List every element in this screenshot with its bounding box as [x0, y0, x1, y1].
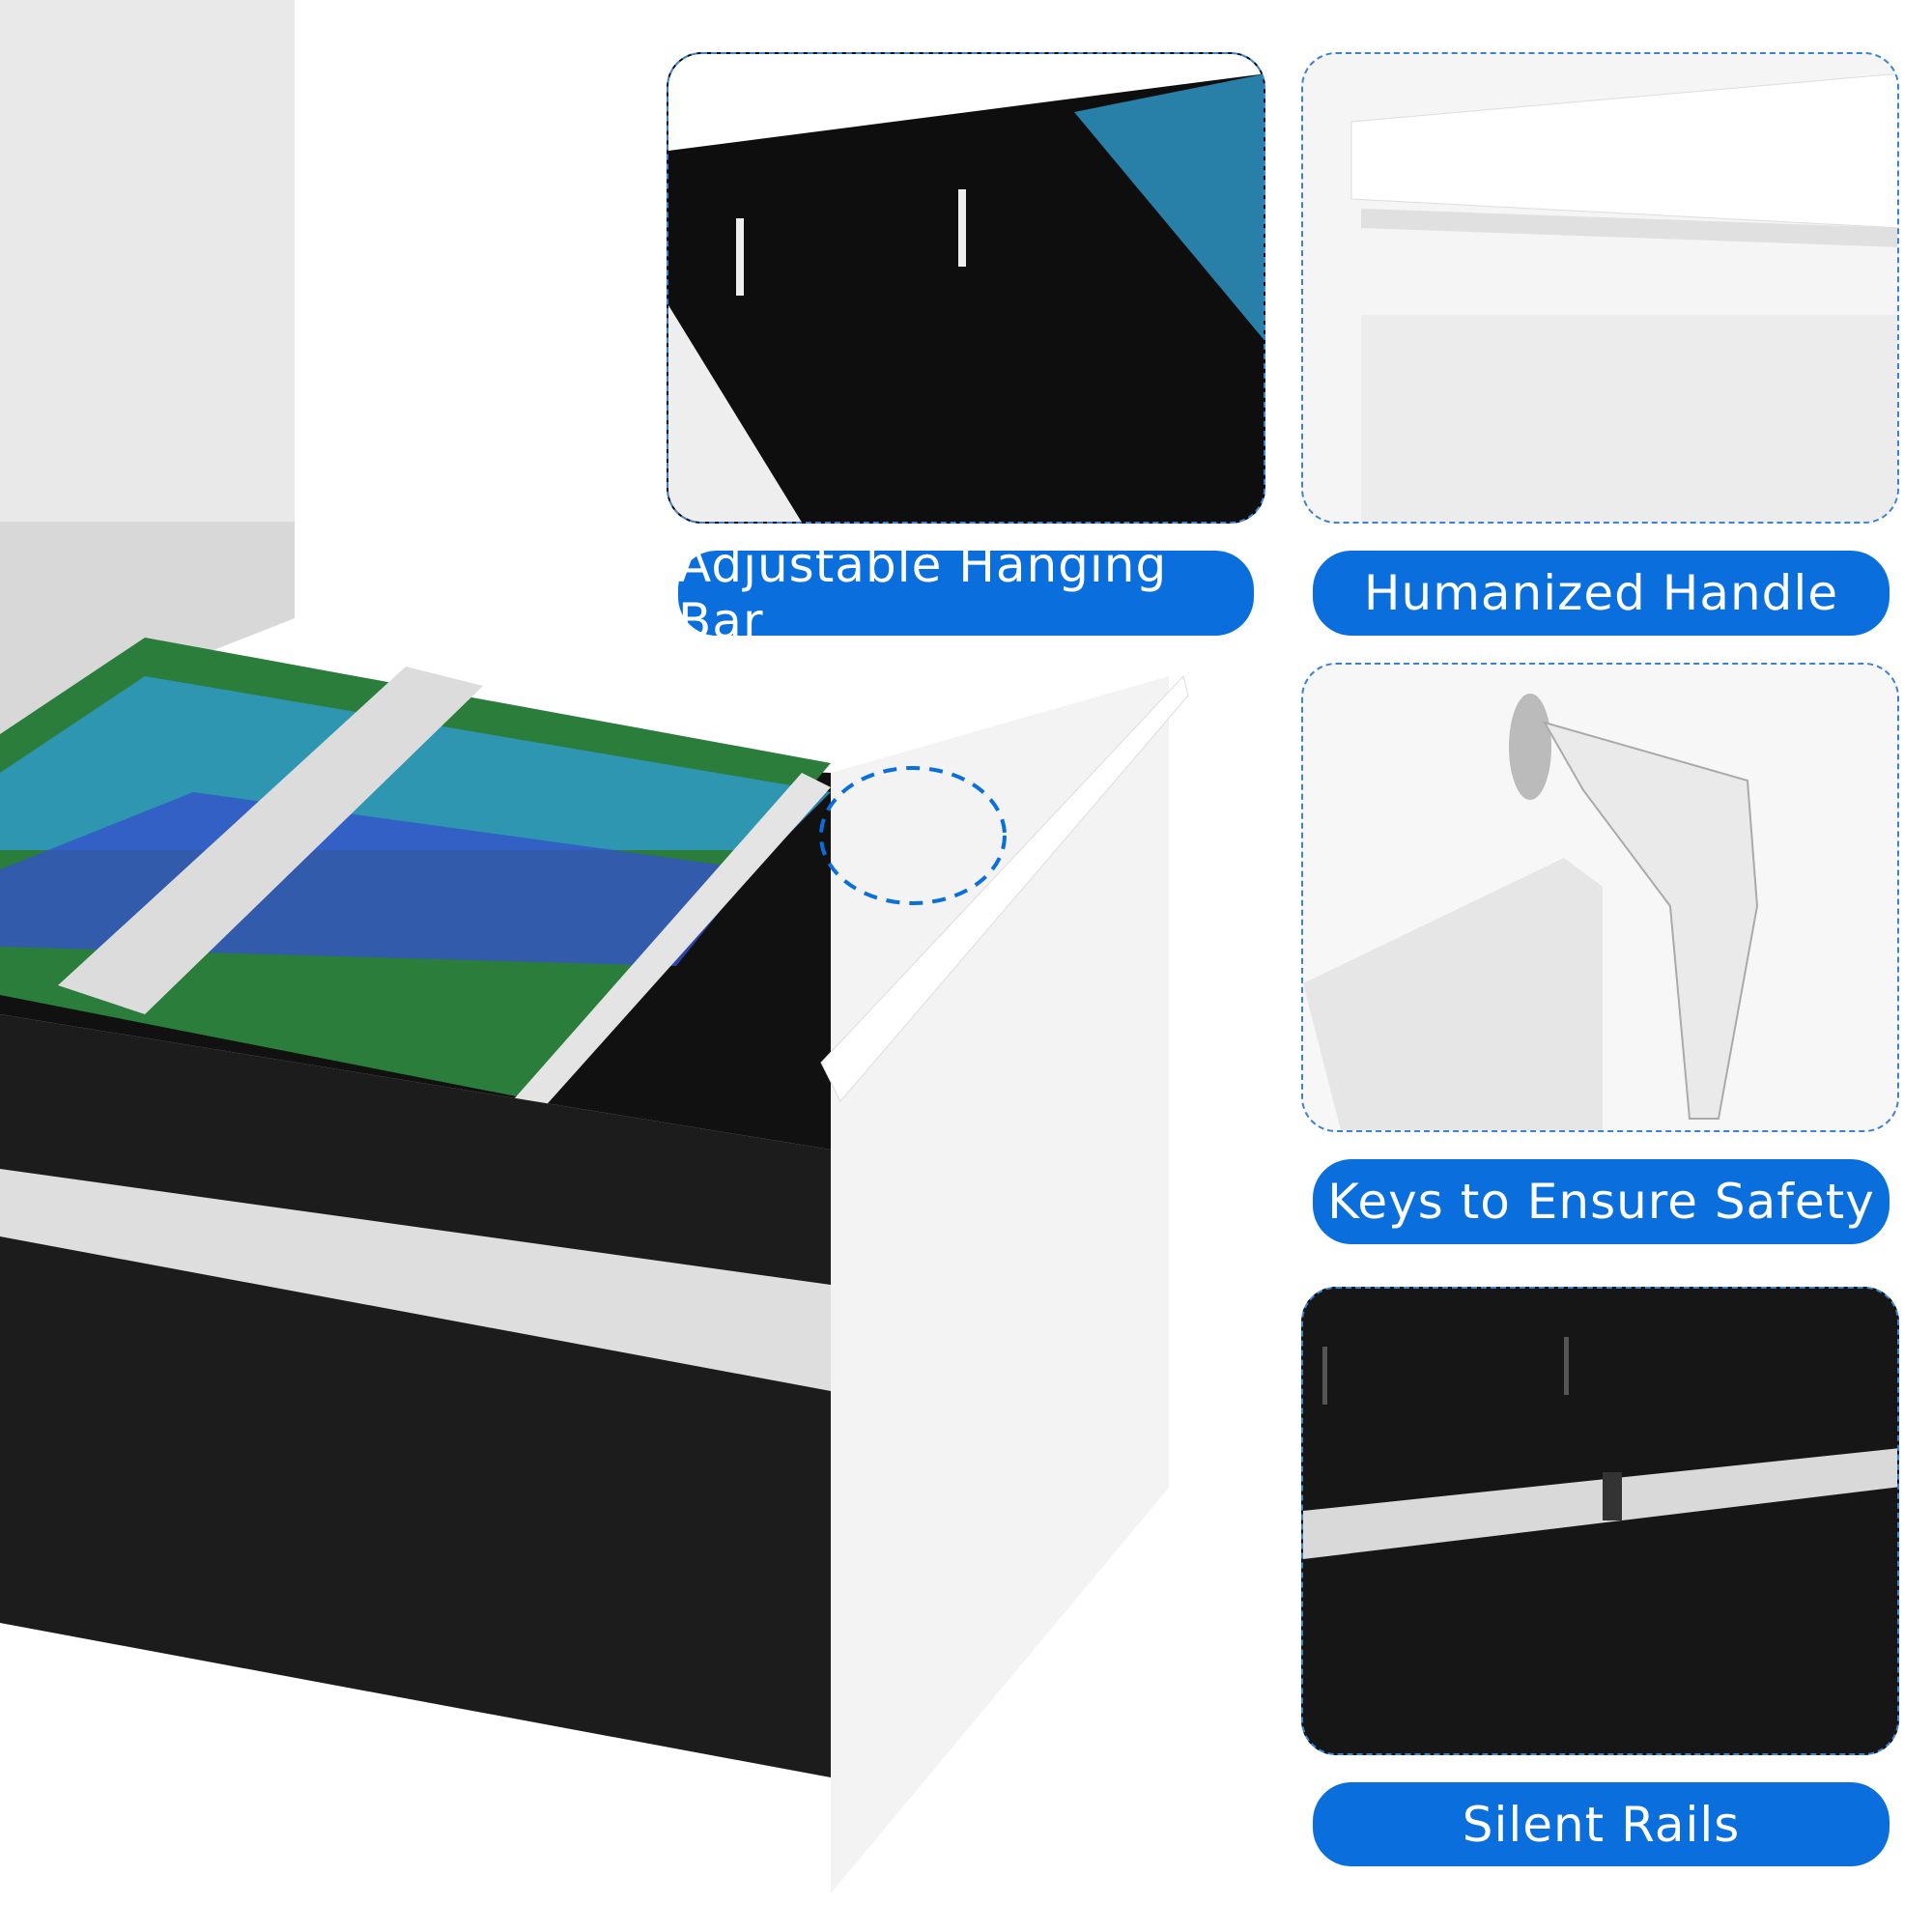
key-icon: [1542, 721, 1759, 1120]
feature-panel-hanging-bar: [667, 52, 1265, 524]
lock-icon: [1509, 694, 1551, 800]
highlight-circle: [819, 766, 1007, 905]
label-humanized-handle: Humanized Handle: [1313, 551, 1889, 636]
label-keys-safety: Keys to Ensure Safety: [1313, 1159, 1889, 1244]
label-adjustable-hanging-bar: Adjustable Hanging Bar: [678, 537, 1254, 649]
filing-cabinet-drawer-image: [0, 0, 1189, 1893]
feature-panel-handle: [1301, 52, 1899, 524]
label-silent-rails: Silent Rails: [1313, 1782, 1889, 1866]
feature-panel-keys: [1301, 663, 1899, 1132]
feature-panel-rails: [1301, 1287, 1899, 1755]
hanging-files: [0, 638, 831, 1111]
